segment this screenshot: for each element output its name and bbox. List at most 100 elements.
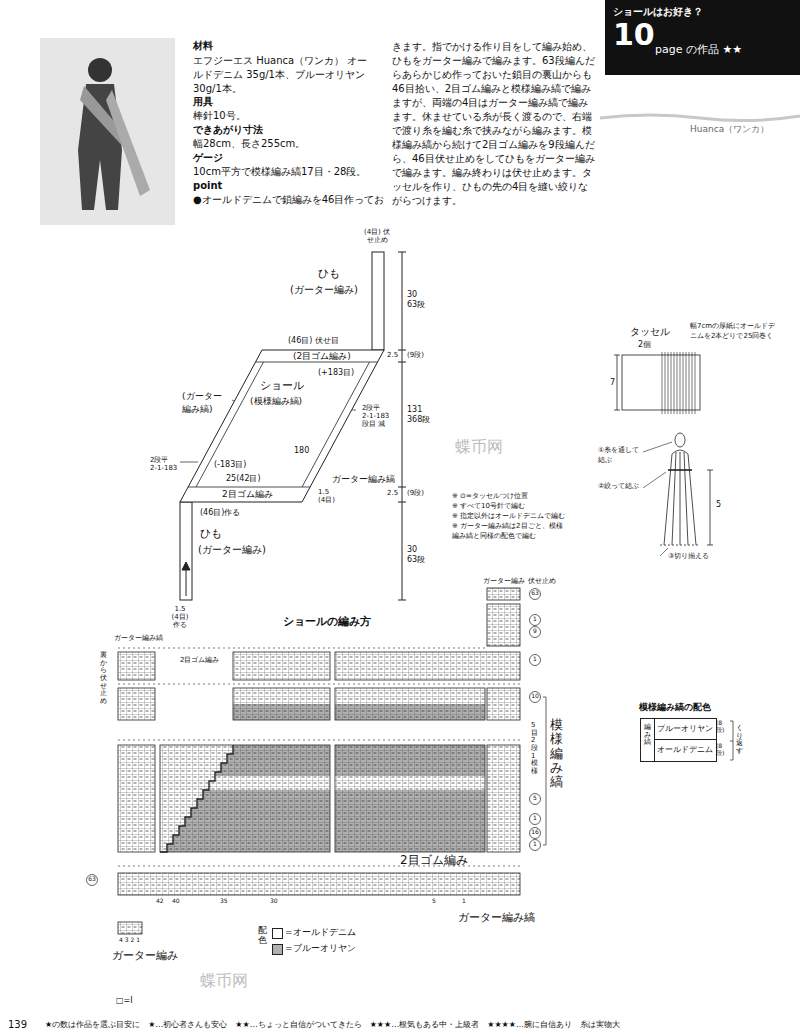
text-label: ゲージ: [193, 152, 223, 164]
watermark: 蝶币网: [455, 438, 503, 456]
text-label: (4目): [170, 613, 190, 621]
text-label: くり返す: [736, 725, 743, 756]
model-photo: [40, 38, 175, 225]
text-label: ※ ガーター編み縞は2目ごと、模様編み縞と同様の配色で編む: [452, 522, 564, 542]
text-label: ※ ⊙=タッセルつけ位置: [452, 492, 528, 500]
text-label: ③切り揃える: [668, 552, 709, 560]
row-number: 63: [529, 590, 541, 597]
text-label: (9段): [407, 489, 424, 497]
header-box: ショールはお好き？10page の作品 ★★: [605, 0, 800, 75]
text-label: ガーター編み縞: [114, 634, 163, 642]
text-label: 1.5: [318, 488, 329, 496]
row-number: 1: [529, 815, 541, 822]
text-label: 30: [407, 290, 417, 299]
text-label: タッセル: [630, 326, 670, 338]
text-label: 180: [294, 446, 309, 455]
text-label: 30: [270, 898, 278, 905]
node-text: 10: [613, 18, 655, 53]
text-label: (ガーター編み): [290, 284, 358, 296]
text-label: (2目ゴム編み): [293, 351, 351, 361]
text-label: (9段): [407, 351, 424, 359]
text-label: ガーター編み: [112, 950, 178, 963]
row-number: 1: [529, 841, 541, 848]
text-label: (4目) 伏せ止め: [362, 228, 392, 244]
text-label: (8段): [716, 743, 722, 756]
legend-swatch: [272, 928, 283, 939]
node-text: ショール: [260, 380, 304, 393]
text-label: □=Ⅰ: [116, 996, 133, 1005]
text-label: 2段平: [362, 404, 380, 412]
text-label: ※ すべて10号針で編む: [452, 502, 525, 510]
text-label: 2-1-183: [150, 464, 177, 472]
text-label: 配色: [258, 926, 267, 946]
ribbon: [600, 115, 800, 121]
text-label: 用具: [193, 96, 213, 108]
text-label: エフジーエス Huanca（ワンカ） オールドデニム 35g/1本、ブルーオリヤ…: [193, 54, 368, 96]
text-label: ガーター編み縞: [458, 912, 535, 925]
text-label: 幅28cm、長さ255cm。: [193, 138, 305, 150]
text-label: 368段: [407, 415, 430, 424]
node-text: page の作品 ★★: [655, 44, 742, 57]
text-label: 2.5: [387, 489, 398, 497]
node-text: オールドデニム: [657, 745, 713, 754]
text-label: 63段: [407, 300, 425, 309]
text-label: (46目) 伏せ目: [288, 336, 339, 345]
row-number: 5: [529, 795, 541, 802]
text-label: ひも: [200, 528, 222, 541]
text-label: ●オールドデニムで鎖編みを46目作ってお: [193, 194, 384, 206]
text-label: できあがり寸法: [193, 124, 263, 136]
text-label: 棒針10号。: [193, 110, 246, 122]
text-label: 4 3 2 1: [119, 937, 140, 944]
text-label: 5: [432, 898, 436, 905]
text-label: ①糸を通して結ぶ: [598, 446, 642, 466]
row-number: 9: [529, 628, 541, 635]
text-label: 段目 減: [362, 420, 385, 428]
text-label: 63段: [407, 555, 425, 564]
row-number: 1: [529, 656, 541, 663]
text-label: 2目ゴム編み: [400, 854, 468, 868]
text-label: 2目ゴム編み: [180, 656, 219, 664]
legend-text: =オールドデニム: [285, 927, 356, 937]
text-label: 139: [8, 1019, 27, 1031]
text-label: 1.5: [170, 605, 190, 613]
text-label: 40: [172, 898, 180, 905]
text-label: 幅7cmの厚紙にオールドデニムを2本どりで25回巻く: [690, 322, 782, 342]
text-label: 30: [407, 545, 417, 554]
watermark: 蝶币网: [200, 972, 248, 990]
color-table: 模様編み縞の配色編み縞ブルーオリヤンオールドデニム: [640, 718, 717, 762]
text-label: ※ 指定以外はオールドデニムで編む: [452, 512, 565, 520]
node-text: (模様編み縞): [250, 396, 302, 406]
text-label: 伏せ止め: [528, 577, 556, 585]
table-cell: 編み縞: [641, 719, 655, 761]
row-number: 16: [529, 829, 541, 836]
text-label: (ガーター 編み縞): [182, 390, 230, 415]
text-label: 5: [716, 500, 721, 509]
text-label: 作る: [170, 621, 190, 629]
legend-text: =ブルーオリヤン: [285, 943, 356, 953]
table-cell: オールドデニム: [655, 740, 716, 761]
text-label: (+183目): [318, 368, 354, 377]
text-label: 模様編み縞: [550, 718, 563, 789]
text-label: ②絞って結ぶ: [598, 482, 642, 492]
text-label: ★の数は作品を選ぶ目安に ★…初心者さんも安心 ★★…ちょっと自信がついてきたら…: [45, 1020, 620, 1029]
text-label: (-183目): [214, 460, 246, 469]
text-label: (46目)作る: [200, 508, 240, 517]
text-label: ひも: [318, 268, 340, 281]
table-cell: ブルーオリヤン: [655, 719, 716, 740]
node-text: ショールはお好き？: [613, 6, 703, 18]
text-label: 2個: [638, 340, 651, 349]
text-label: ショールの編み方: [283, 616, 371, 629]
text-label: きます。指でかける作り目をして編み始め、ひもをガーター編みで編みます。63段編ん…: [392, 40, 597, 208]
text-label: 2目ゴム編み: [222, 489, 273, 499]
text-label: point: [193, 180, 222, 192]
text-label: ガーター編み: [483, 577, 525, 585]
node-text: 模様編み縞の配色: [639, 702, 711, 712]
text-label: ガーター編み縞: [332, 474, 395, 484]
node-text: 編み縞: [644, 724, 651, 747]
text-label: 2.5: [387, 351, 398, 359]
text-label: Huanca（ワンカ）: [690, 124, 769, 134]
text-label: 裏から伏せ止め: [100, 652, 107, 706]
text-label: (ガーター編み): [198, 544, 266, 556]
legend-swatch: [272, 944, 283, 955]
